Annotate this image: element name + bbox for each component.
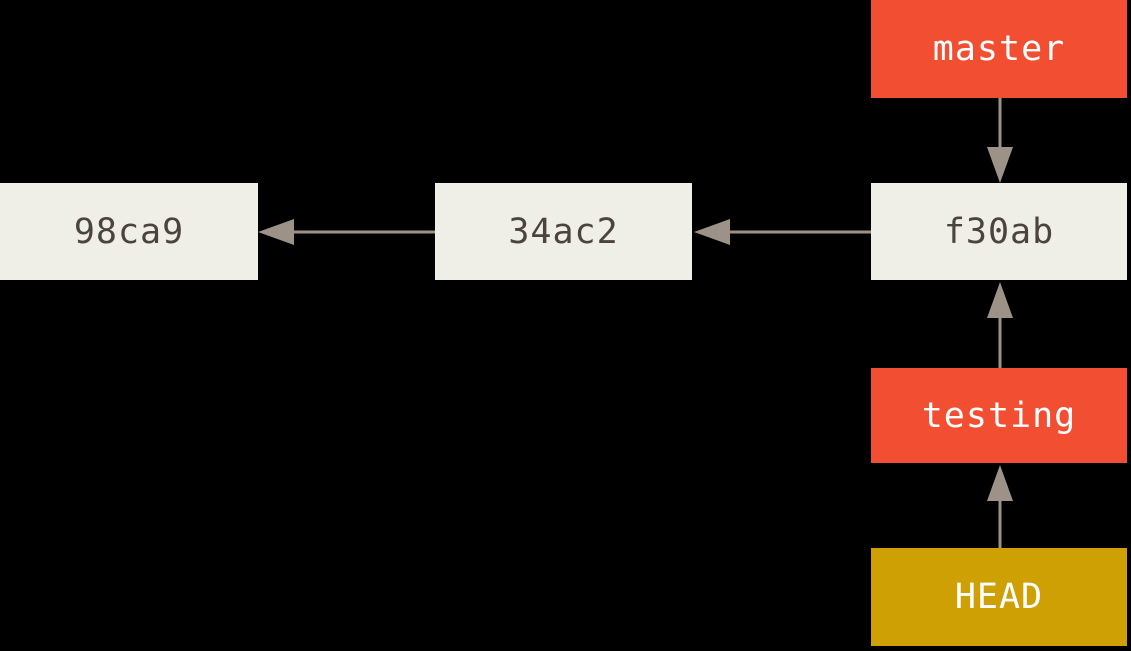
commit-id-label: 34ac2 [508,211,619,252]
head-name-label: HEAD [954,577,1044,617]
arrow-head-to-testing-head [987,465,1013,501]
commit-id-label: f30ab [943,211,1055,252]
arrow-testing-to-f30ab-head [987,282,1013,318]
arrow-f30ab-to-34ac2-head [694,219,730,245]
commit-node-f30ab: f30ab [871,183,1127,280]
head-pointer-label: HEAD [871,548,1127,646]
commit-node-98ca9: 98ca9 [0,183,258,280]
branch-name-label: testing [921,395,1077,436]
branch-label-master: master [871,0,1127,98]
arrow-34ac2-to-98ca9-head [258,219,294,245]
arrow-master-to-f30ab-head [987,147,1013,183]
commit-node-34ac2: 34ac2 [435,183,692,280]
branch-name-label: master [932,29,1066,69]
commit-id-label: 98ca9 [73,211,185,252]
branch-label-testing: testing [871,368,1127,463]
